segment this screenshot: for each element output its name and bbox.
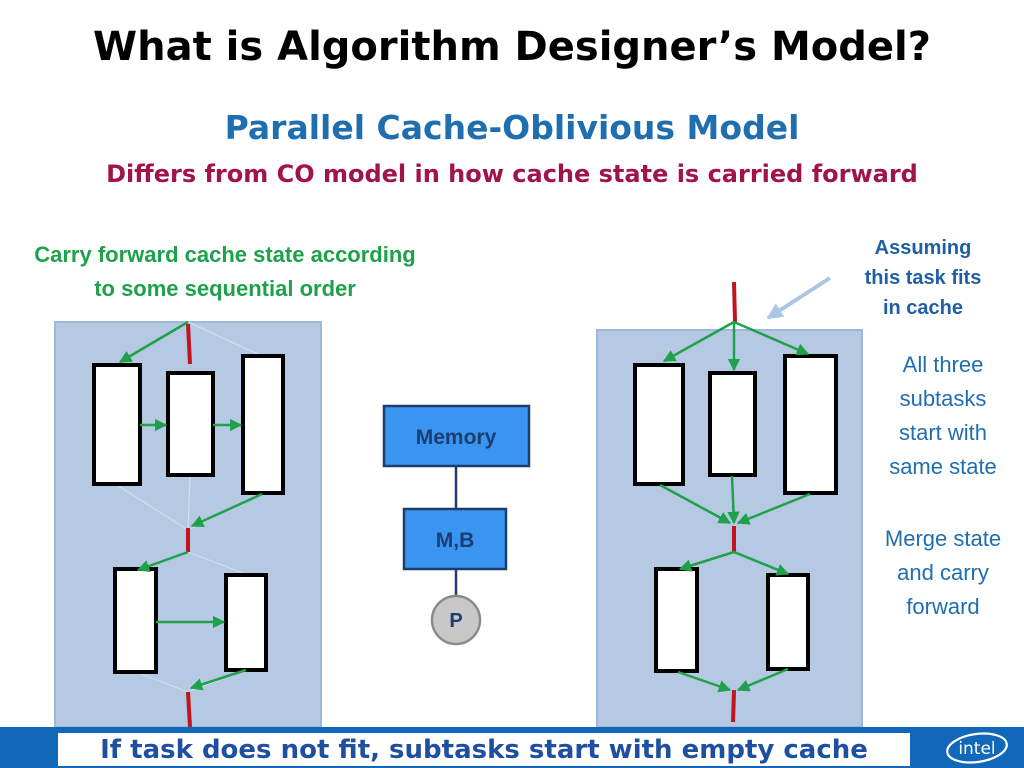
right-green-arrows [659,320,811,693]
memory-box [382,404,531,468]
memory-hierarchy: Memory M,B P [382,404,531,646]
right-task-box-3 [783,354,838,495]
right-note-1-line-4: same state [889,454,997,479]
left-task-boxes [92,354,285,674]
left-note: Carry forward cache state according to s… [0,238,450,306]
left-note-line-1: Carry forward cache state according [34,242,416,267]
assume-note: Assuming this task fits in cache [848,233,998,323]
assume-pointer-arrow [766,276,832,320]
right-note-2-line-1: Merge state [884,526,1002,551]
right-task-box-4 [654,567,699,673]
right-task-box-1 [633,363,685,486]
processor-circle [430,594,482,646]
left-task-box-1 [92,363,142,486]
left-task-box-5 [224,573,268,672]
cache-label: M,B [436,529,475,552]
svg-text:intel: intel [958,739,995,759]
left-task-box-4 [113,567,158,674]
slide-subtitle-2: Differs from CO model in how cache state… [106,160,918,188]
right-note-2-line-2: and carry [897,560,989,585]
left-panel [54,320,322,728]
left-green-arrows [118,320,263,691]
left-red-edges [186,323,192,728]
right-note-2-line-3: forward [906,594,980,619]
right-note-1-line-1: All three [902,352,984,377]
right-note-1-line-2: subtasks [899,386,987,411]
assume-note-line-1: Assuming [874,237,972,259]
bottom-caption: If task does not fit, subtasks start wit… [56,731,912,768]
left-note-line-2: to some sequential order [94,276,356,301]
memory-label: Memory [416,426,497,449]
processor-label: P [449,610,462,632]
right-task-box-2 [708,371,757,477]
left-task-box-2 [166,371,215,477]
right-panel [596,281,863,728]
assume-note-line-2: this task fits [864,267,982,289]
slide-title: What is Algorithm Designer’s Model? [93,24,931,70]
right-note-1-line-3: start with [898,420,988,445]
left-task-box-3 [241,354,285,495]
slide-subtitle: Parallel Cache-Oblivious Model [224,108,800,147]
assume-note-line-3: in cache [882,297,964,319]
right-task-box-5 [766,573,810,671]
right-red-edges [731,281,737,723]
cache-box [402,507,508,571]
intel-logo: intel [946,732,1008,764]
right-note-merge: Merge state and carry forward [862,522,1024,624]
right-task-boxes [633,354,838,673]
right-note-same-state: All three subtasks start with same state [862,348,1024,484]
